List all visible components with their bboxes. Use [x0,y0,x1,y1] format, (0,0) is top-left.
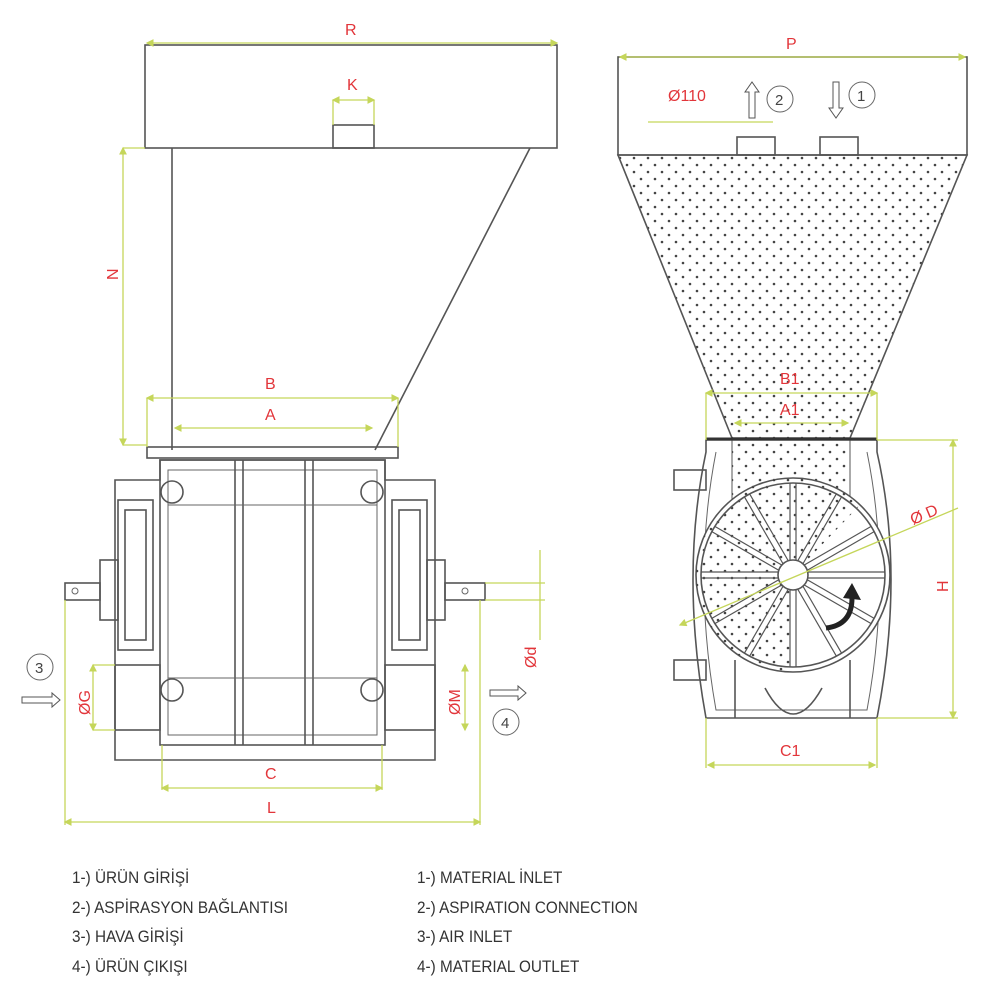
dim-label-b1: B1 [780,371,800,388]
dim-label-rotor-diameter: Ø D [908,502,941,529]
legend-item: 2-) ASPIRATION CONNECTION [417,897,638,917]
bolt [360,678,384,702]
dim-label-h: H [935,580,952,592]
marker-1 [848,81,876,109]
air-inlet-arrow-icon [21,691,61,709]
dim-label-l: L [267,800,276,817]
rotor-vane [804,584,872,625]
rotor-vanes [701,483,885,667]
rotor-vane [743,496,784,564]
dim-label-c1: C1 [780,743,801,760]
side-view: R K N B A C L ØG ØM Ød 3 4 [21,22,559,826]
dim-label-n: N [105,268,122,280]
dim-label-g: ØG [77,690,94,715]
rotor-vane [749,493,789,561]
dim-label-b: B [265,376,276,393]
rotor-vane [797,589,837,657]
top-hood [617,56,968,156]
legend-item: 3-) AIR INLET [417,927,513,946]
marker-4-text: 4 [501,715,509,732]
marker-1-text: 1 [857,88,865,105]
rotor-vane [743,586,784,654]
rotor-vane [714,525,782,566]
legend-item: 2-) ASPİRASYON BAĞLANTISI [72,897,288,917]
rotor-vane [807,531,875,571]
aspiration-pipe [736,136,776,156]
bolt [360,480,384,504]
shaft-right [444,582,486,601]
legend-item: 3-) HAVA GİRİŞİ [72,927,184,946]
rotor-vane [802,496,843,564]
rotor-vane [797,493,837,561]
bolt [160,678,184,702]
inlet-pipe [819,136,859,156]
rotor-vane [714,584,782,625]
dim-label-pipe-diameter: Ø110 [668,88,706,105]
hopper [616,154,969,439]
front-view: P Ø110 B1 A1 Ø D H C1 2 1 [616,36,969,769]
dim-label-k: K [347,77,358,94]
marker-3 [26,653,54,681]
rotor-hub [777,559,809,591]
dim-label-c: C [265,766,277,783]
rotation-arrow-icon [825,597,855,631]
legend-item: 4-) MATERIAL OUTLET [417,956,580,976]
top-hood [144,44,558,149]
legend-turkish: 1-) ÜRÜN GİRİŞİ 2-) ASPİRASYON BAĞLANTIS… [72,863,288,981]
bolt [160,480,184,504]
rotor-vane [802,586,843,654]
inlet-arrow-icon [828,81,844,119]
rotor-vane [749,589,789,657]
legend-item: 4-) ÜRÜN ÇIKIŞI [72,956,188,976]
dim-label-a: A [265,407,276,424]
flange [146,446,399,459]
dim-label-p: P [786,36,797,53]
rotor [700,482,886,668]
legend-item: 1-) ÜRÜN GİRİŞİ [72,868,190,887]
rotor-vane [807,579,875,619]
marker-4 [492,708,520,736]
shaft-left [64,582,101,601]
dim-label-r: R [345,22,357,39]
dim-label-m: ØM [447,689,464,715]
marker-3-text: 3 [35,660,43,677]
rotor-vane [804,525,872,566]
k-pipe [332,124,375,149]
legend-english: 1-) MATERIAL İNLET 2-) ASPIRATION CONNEC… [417,863,638,981]
legend-item: 1-) MATERIAL İNLET [417,868,563,887]
aspiration-arrow-icon [744,81,760,119]
rotor-vane [711,579,779,619]
rotor-vane [711,531,779,571]
marker-2-text: 2 [775,92,783,109]
outlet-arrow-icon [489,684,527,702]
dim-label-a1: A1 [780,402,800,419]
marker-2 [766,85,794,113]
dim-label-d-shaft: Ød [523,647,540,668]
